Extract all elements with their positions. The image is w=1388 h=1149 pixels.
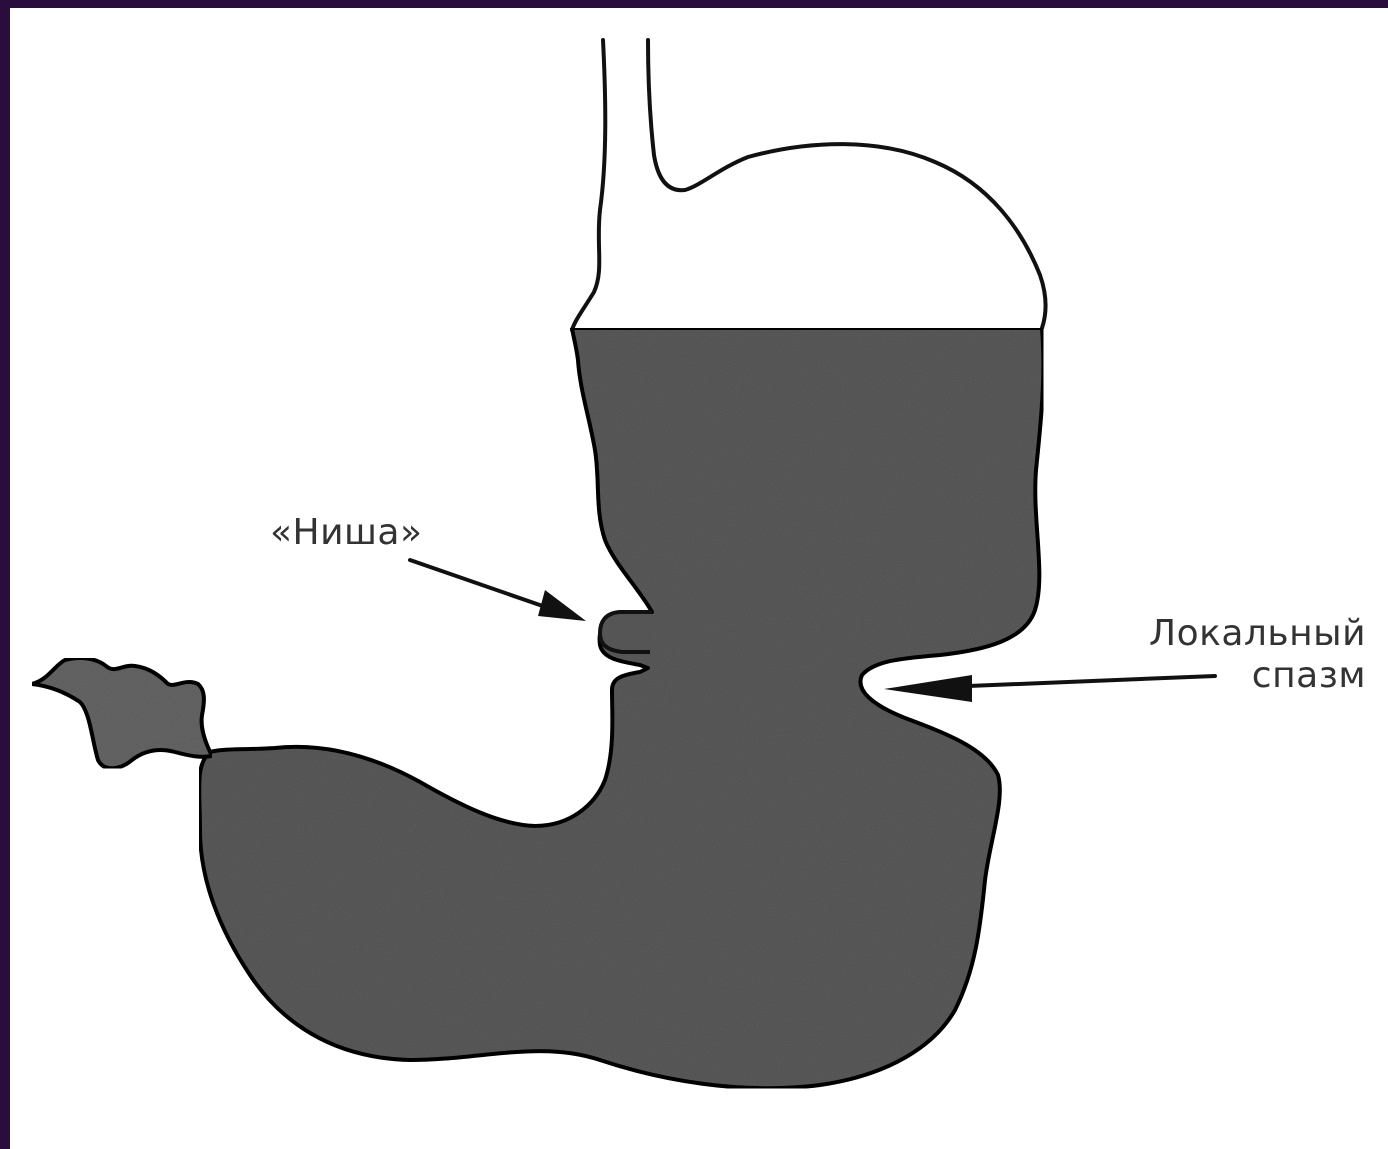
esophagus-outline [572,40,1046,330]
stomach-contrast-body [199,328,1043,1088]
niche-arrow [410,560,586,621]
spasm-label-line2: спазм [1149,655,1366,697]
ulcer-niche [600,612,652,652]
niche-label: «Ниша» [270,512,423,554]
spasm-label: Локальный спазм [1149,613,1366,697]
duodenum-contrast [32,658,212,768]
spasm-label-line1: Локальный [1149,613,1366,655]
